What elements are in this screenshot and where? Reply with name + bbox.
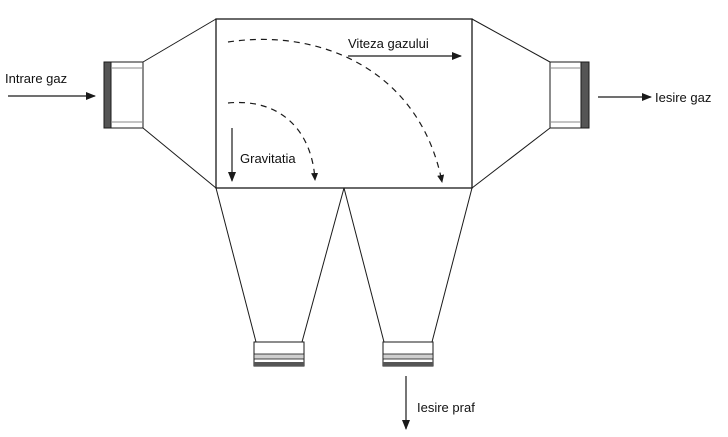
hopper-flange-right xyxy=(382,341,434,367)
hopper-flange-left xyxy=(253,341,305,367)
particle-trajectory-short xyxy=(227,101,319,181)
hopper-right xyxy=(343,187,473,343)
outlet-cone xyxy=(471,18,551,189)
inlet-cone xyxy=(142,18,217,189)
settling-chamber xyxy=(215,18,473,189)
gravity-label: Gravitatia xyxy=(240,151,296,166)
dust-outlet-label: Iesire praf xyxy=(417,400,475,415)
gas-velocity-label: Viteza gazului xyxy=(348,36,429,51)
hopper-left xyxy=(215,187,345,343)
gas-inlet-label: Intrare gaz xyxy=(5,71,67,86)
inlet-flange xyxy=(103,61,144,129)
particle-trajectory-long xyxy=(227,38,445,183)
gas-outlet-label: Iesire gaz xyxy=(655,90,711,105)
outlet-flange xyxy=(549,61,590,129)
